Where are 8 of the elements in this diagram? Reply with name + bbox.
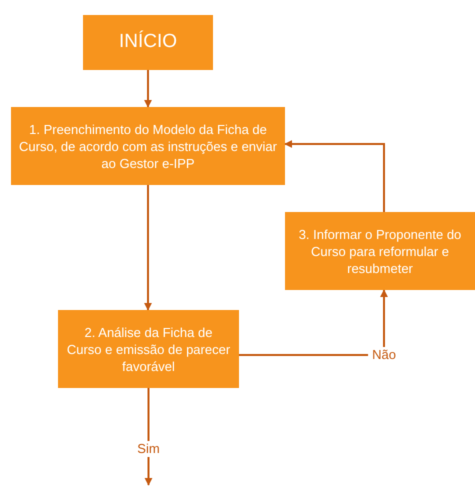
process-box: 2. Análise da Ficha de Curso e emissão de parecer favorável xyxy=(58,310,239,388)
process-box: 1. Preenchimento do Modelo da Ficha de Curso, de acordo com as instruções e enviar ao Gestor e-IPP xyxy=(11,107,285,185)
arrow xyxy=(144,185,152,311)
arrow xyxy=(144,70,152,108)
arrow xyxy=(284,140,385,212)
process-box: 3. Informar o Proponente do Curso para reformular e resubmeter xyxy=(285,212,475,290)
process-box: INÍCIO xyxy=(83,15,213,70)
arrow xyxy=(239,289,388,356)
